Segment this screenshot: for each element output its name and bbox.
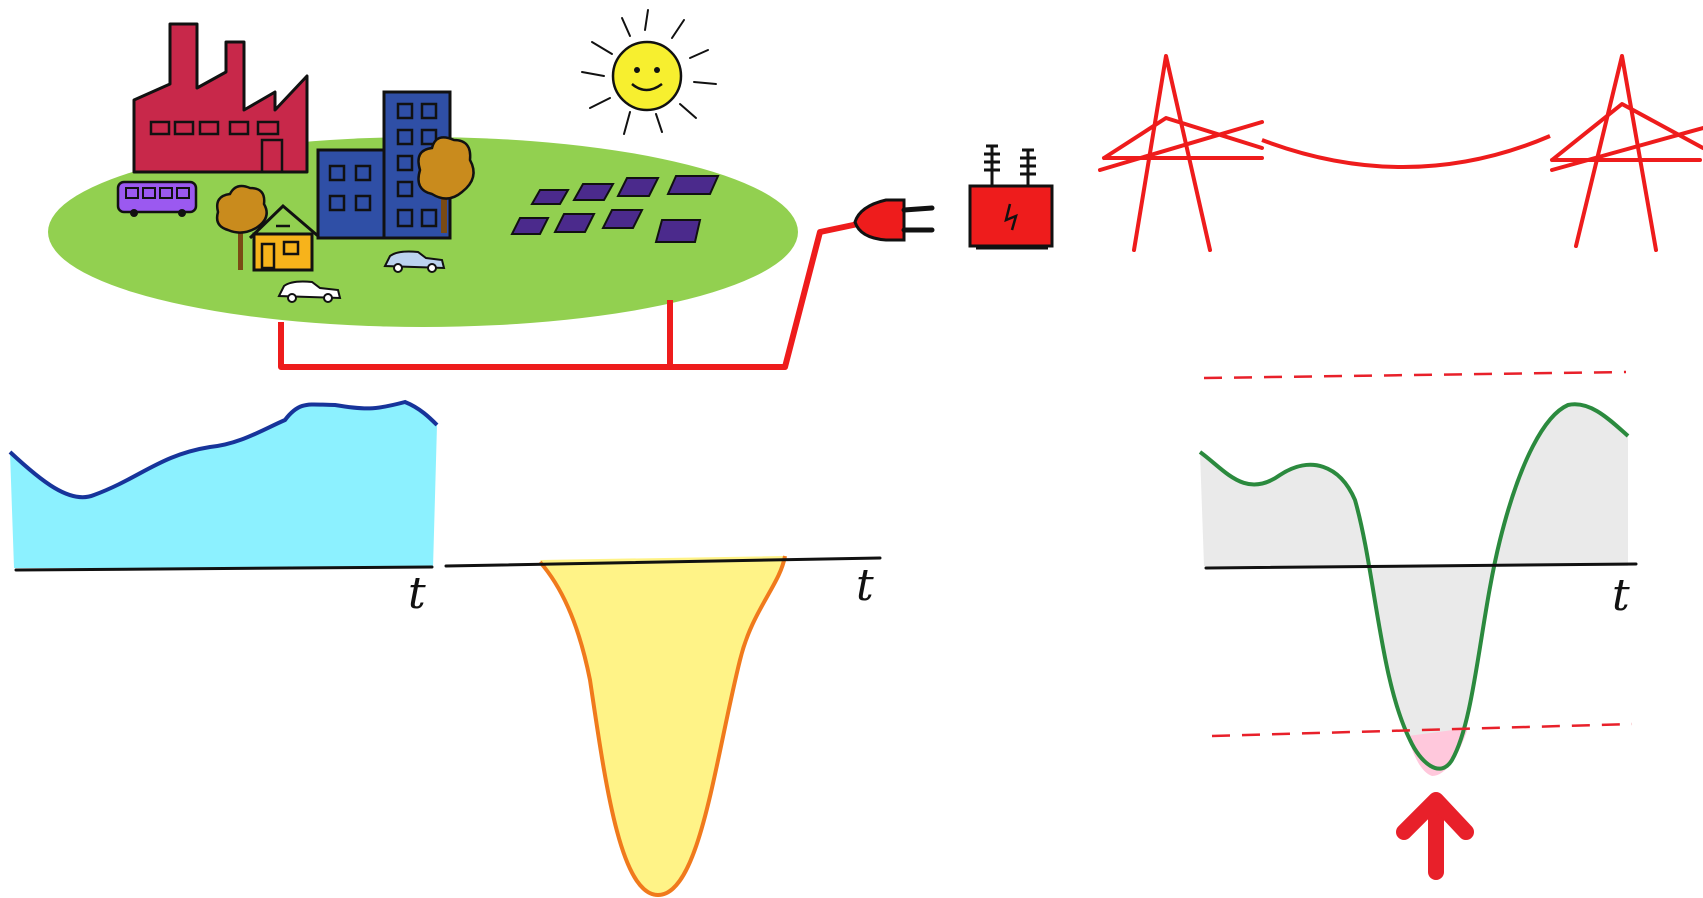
solar-axis: [444, 556, 882, 568]
tree-icon: [215, 184, 268, 270]
grid-curve: [1198, 402, 1630, 771]
lower-limit-line: [1211, 722, 1633, 738]
plug-icon: [853, 198, 935, 242]
pylon-icon: [1098, 54, 1264, 252]
sun-icon: [581, 9, 717, 135]
load-axis-label: t: [408, 568, 426, 619]
solar-area: [540, 556, 785, 895]
grid-axis: [1204, 562, 1638, 570]
load-axis: [14, 565, 434, 572]
tree-icon: [417, 136, 475, 233]
solar-panel-icon: [510, 175, 720, 243]
load-curve: [8, 399, 439, 500]
grid-area: [1200, 404, 1628, 769]
community-cable: [278, 221, 859, 370]
community-island: [48, 22, 798, 327]
grid-graph: t: [1198, 370, 1638, 776]
car-icon: [383, 250, 446, 273]
bus-icon: [116, 180, 198, 217]
pylon-icon: [1550, 54, 1703, 252]
arrow-up-icon: [1396, 792, 1474, 880]
house-icon: [248, 203, 319, 272]
power-line: [1261, 134, 1551, 169]
factory-icon: [132, 22, 309, 174]
upper-limit-line: [1203, 370, 1627, 380]
solar-axis-label: t: [856, 560, 874, 611]
load-graph: t: [8, 399, 439, 619]
office-building-icon: [316, 90, 452, 240]
grid-violation-area: [1408, 728, 1468, 776]
transformer-icon: [968, 144, 1054, 250]
solar-curve: [538, 555, 787, 898]
grid-axis-label: t: [1612, 570, 1630, 621]
car-icon: [277, 280, 342, 303]
solar-graph: t: [444, 555, 882, 898]
load-area: [10, 402, 437, 568]
